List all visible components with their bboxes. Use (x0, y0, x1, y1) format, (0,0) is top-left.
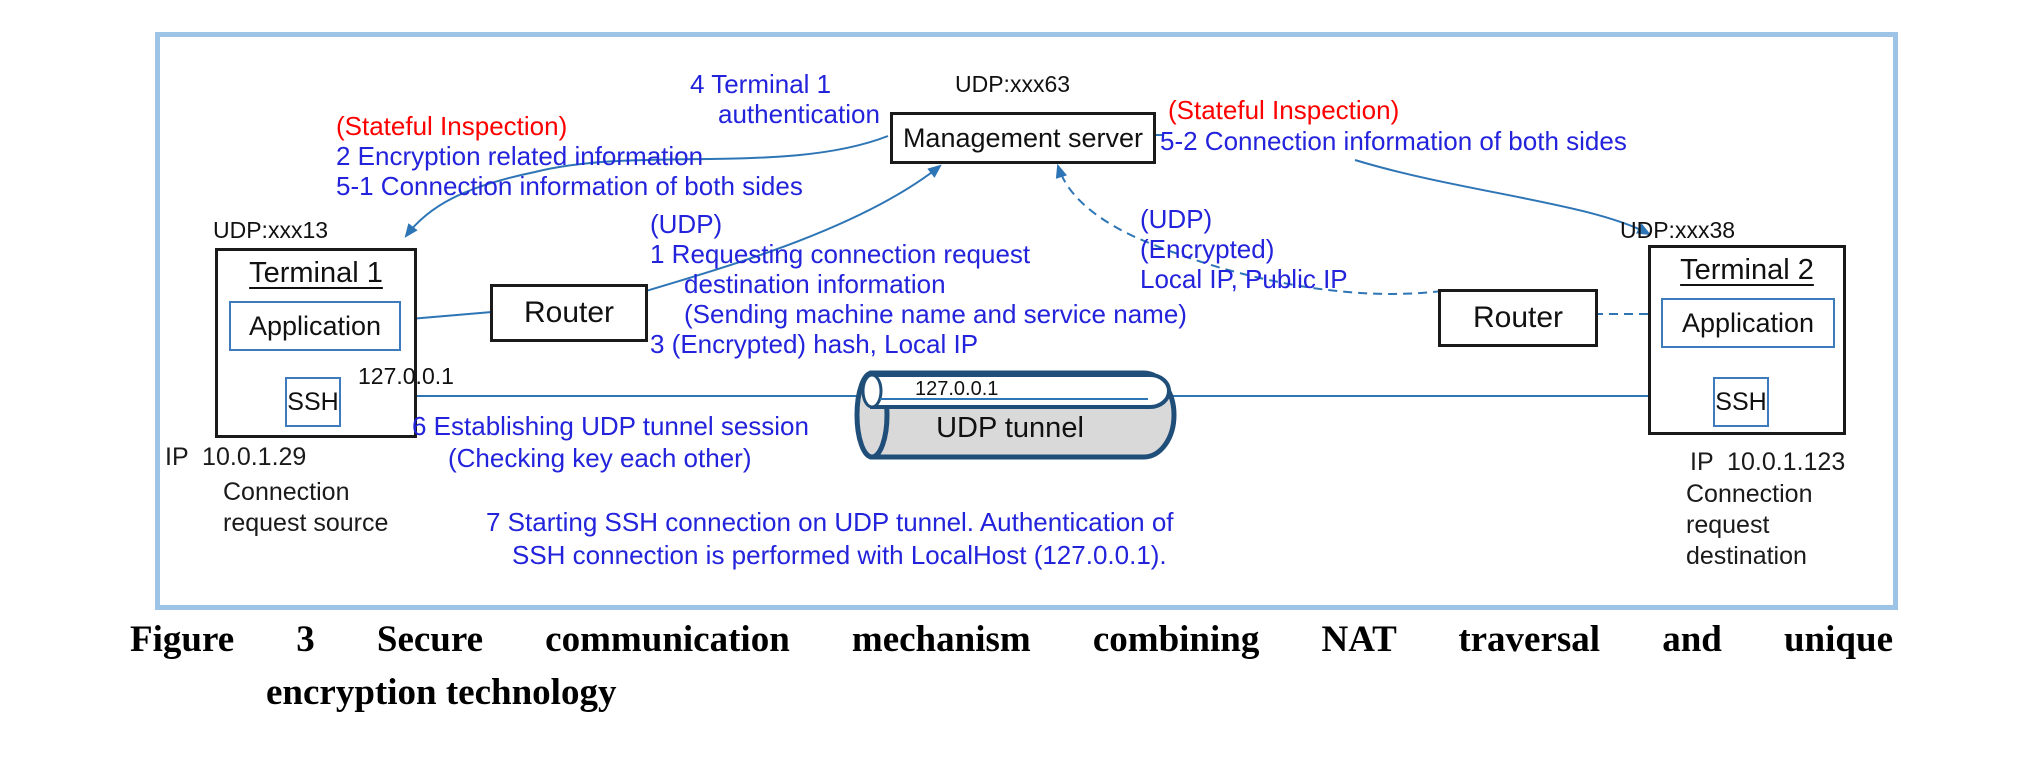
terminal2-application-box: Application (1661, 298, 1835, 348)
terminal2-role-line3: destination (1686, 542, 1807, 570)
step6-line2: (Checking key each other) (448, 443, 752, 473)
terminal1-udp-label: UDP:xxx13 (213, 217, 329, 243)
router-left-label: Router (523, 296, 615, 329)
stateful-inspection-left: (Stateful Inspection) (336, 111, 568, 141)
terminal2-ip-label: IP 10.0.1.123 (1690, 448, 1846, 476)
terminal2-ssh-label: SSH (1715, 387, 1767, 416)
router-left-box: Router (490, 284, 648, 342)
step1-line3: (Sending machine name and service name) (684, 299, 1187, 329)
terminal1-role-line2: request source (223, 509, 389, 537)
terminal1-application-box: Application (229, 301, 401, 351)
terminal1-application-label: Application (248, 310, 382, 341)
terminal2-udp-label: UDP:xxx38 (1620, 217, 1736, 243)
terminal1-title: Terminal 1 (249, 257, 383, 289)
terminal2-role-line1: Connection (1686, 480, 1813, 508)
terminal2-role-line2: request (1686, 511, 1770, 539)
terminal2-box: Terminal 2 Application SSH (1648, 245, 1846, 435)
step7-line2: SSH connection is performed with LocalHo… (512, 540, 1167, 570)
management-server-box: Management server (890, 112, 1156, 164)
tunnel-label: UDP tunnel (936, 412, 1084, 444)
arrow-router1-to-server (635, 164, 942, 295)
udp-tunnel-shape (854, 370, 1177, 460)
figure-caption-line1: Figure 3 Secure communication mechanism … (130, 619, 1893, 660)
step1-line1: 1 Requesting connection request (650, 239, 1031, 269)
dashed-arrow-router2-to-server (1055, 163, 1443, 295)
router-right-label: Router (1472, 301, 1564, 334)
server-udp-label: UDP:xxx63 (955, 71, 1071, 97)
step4-line1: 4 Terminal 1 (690, 69, 832, 99)
tunnel-ip-label: 127.0.0.1 (915, 378, 999, 400)
terminal1-ssh-label: SSH (287, 387, 339, 416)
udp-tag-right-line1: (UDP) (1140, 204, 1213, 234)
terminal2-ssh-box: SSH (1713, 377, 1769, 427)
step3-label: 3 (Encrypted) hash, Local IP (650, 329, 979, 359)
step6-line1: 6 Establishing UDP tunnel session (412, 411, 809, 441)
udp-tag-right-line2: (Encrypted) (1140, 234, 1275, 264)
arrow-server-to-terminal2 (1354, 159, 1652, 236)
stateful-inspection-right: (Stateful Inspection) (1168, 95, 1400, 125)
udp-tag-right-line3: Local IP, Public IP (1140, 264, 1348, 294)
step5-1-label: 5-1 Connection information of both sides (336, 171, 803, 201)
management-server-label: Management server (902, 122, 1144, 153)
terminal1-ip-label: IP 10.0.1.29 (165, 443, 307, 471)
figure-caption-line2: encryption technology (266, 672, 617, 713)
arrow-server-to-terminal1 (404, 135, 889, 238)
terminal2-title: Terminal 2 (1680, 254, 1814, 286)
step5-2-label: 5-2 Connection information of both sides (1160, 126, 1627, 156)
terminal1-ssh-box: SSH (285, 377, 341, 427)
step4-line2: authentication (718, 99, 880, 129)
terminal1-box: Terminal 1 Application SSH (215, 248, 417, 438)
router-right-box: Router (1438, 289, 1598, 347)
terminal2-application-label: Application (1681, 307, 1815, 338)
terminal1-localhost-label: 127.0.0.1 (358, 363, 454, 389)
step7-line1: 7 Starting SSH connection on UDP tunnel.… (486, 507, 1174, 537)
diagram-frame (155, 32, 1898, 610)
step1-line2: destination information (684, 269, 946, 299)
terminal1-role-line1: Connection (223, 478, 350, 506)
figure-caption: Figure 3 Secure communication mechanism … (130, 618, 1893, 714)
udp-tag-left: (UDP) (650, 209, 723, 239)
step2-label: 2 Encryption related information (336, 141, 704, 171)
tunnel-inner-rim (861, 373, 883, 409)
